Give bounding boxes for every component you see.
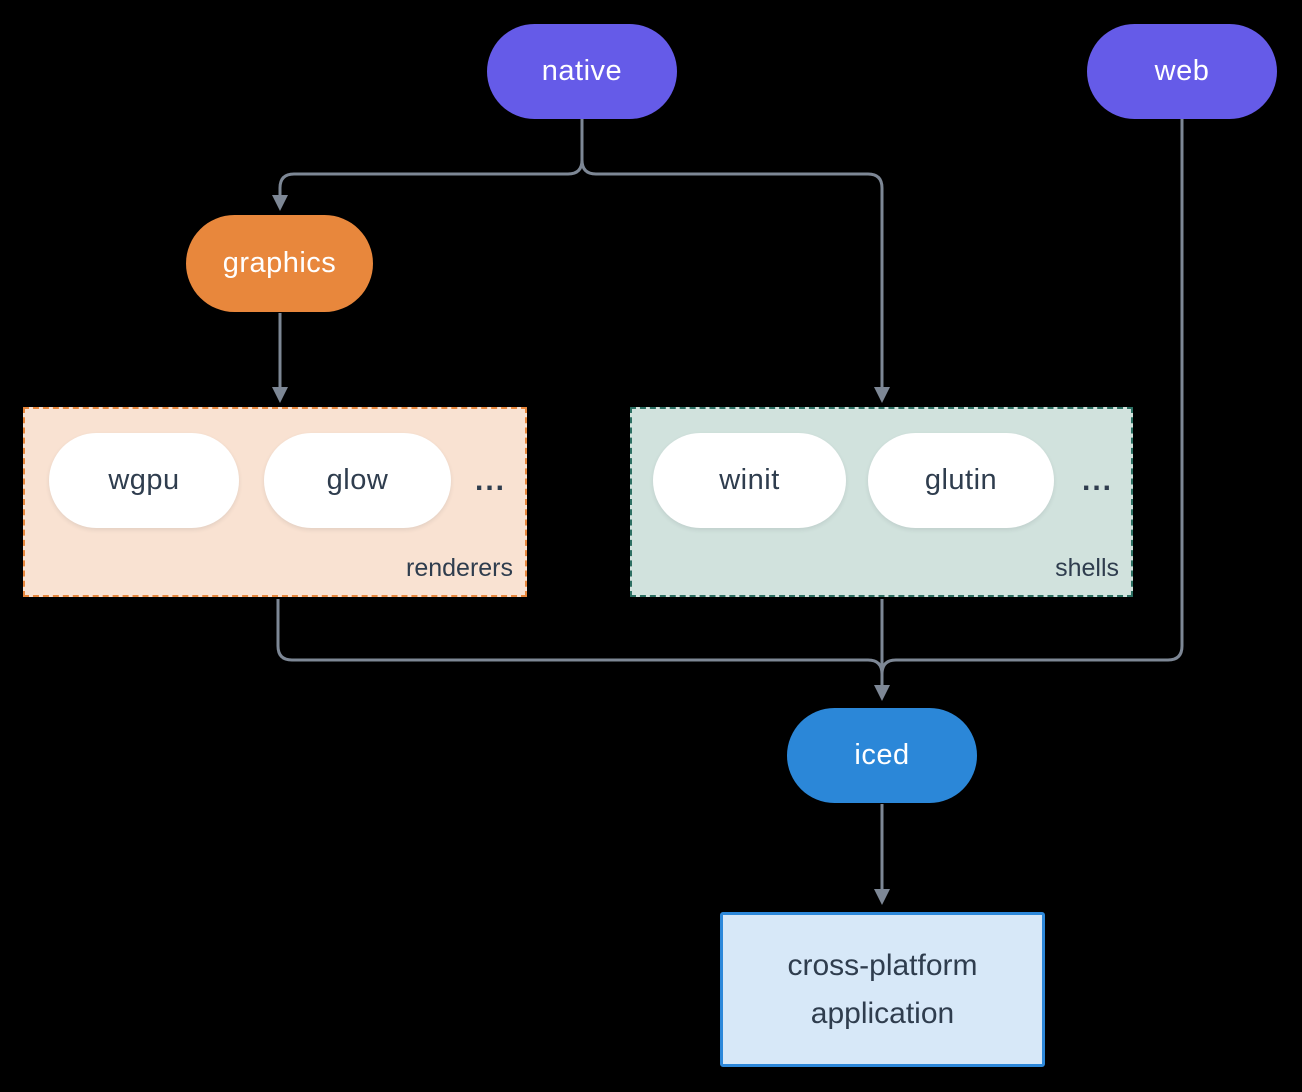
- arrowhead-shells: [874, 387, 890, 403]
- node-iced: iced: [787, 708, 977, 803]
- arrowhead-app: [874, 889, 890, 905]
- edge-native-graphics: [278, 119, 584, 196]
- arrowhead-graphics: [272, 195, 288, 211]
- node-cross-platform-application: cross-platform application: [720, 912, 1045, 1067]
- edge-native-shells: [580, 119, 884, 388]
- group-renderers: wgpu glow ... renderers: [23, 407, 527, 597]
- edge-renderers-iced: [276, 599, 884, 675]
- node-native: native: [487, 24, 677, 119]
- node-web: web: [1087, 24, 1277, 119]
- arrowhead-renderers: [272, 387, 288, 403]
- renderers-group-label: renderers: [406, 554, 513, 582]
- node-wgpu: wgpu: [49, 433, 239, 528]
- node-glow: glow: [264, 433, 451, 528]
- node-graphics: graphics: [186, 215, 373, 312]
- renderers-ellipsis: ...: [474, 463, 506, 497]
- group-shells: winit glutin ... shells: [630, 407, 1133, 597]
- node-winit: winit: [653, 433, 846, 528]
- shells-group-label: shells: [1055, 554, 1119, 582]
- arrowhead-iced: [874, 685, 890, 701]
- shells-ellipsis: ...: [1081, 463, 1113, 497]
- node-glutin: glutin: [868, 433, 1054, 528]
